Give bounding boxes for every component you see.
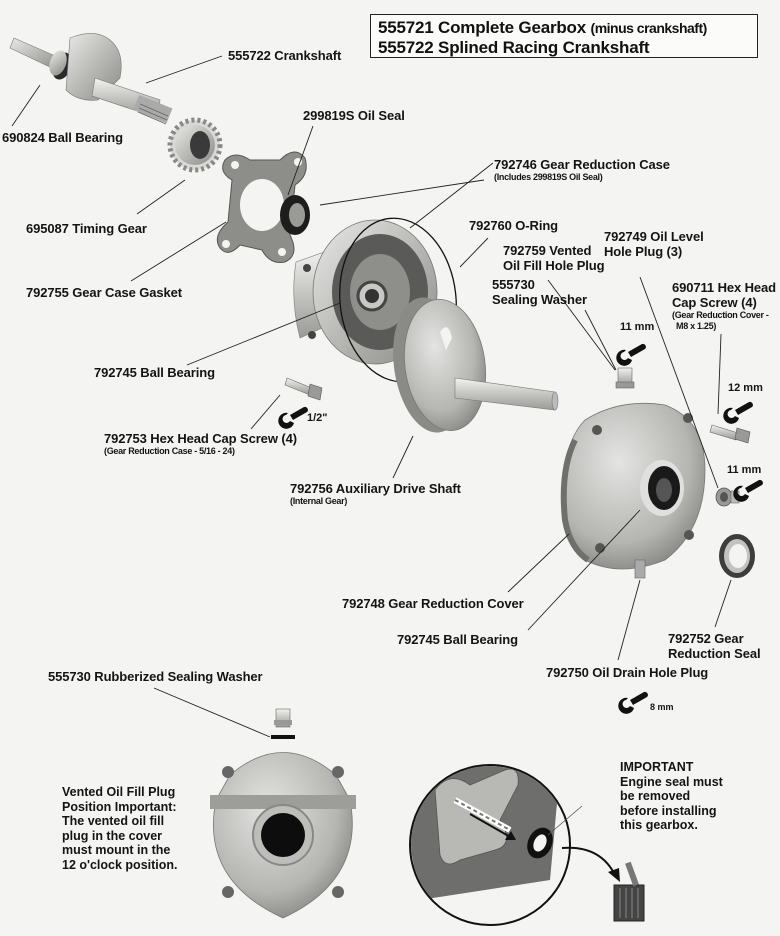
label-auxiliary-drive-shaft: 792756 Auxiliary Drive Shaft (Internal G… [290,481,461,507]
label-hex-cap-screw-690711: 690711 Hex Head Cap Screw (4) (Gear Redu… [672,280,776,332]
label-gear-reduction-seal: 792752 Gear Reduction Seal [668,631,761,661]
oil-level-line-1: 792749 Oil Level [604,229,704,244]
hex-792753-note: (Gear Reduction Case - 5/16 - 24) [104,446,235,456]
important-note-line: Engine seal must [620,774,723,789]
seal-removal-inset [409,764,583,926]
gear-reduction-case-text: 792746 Gear Reduction Case [494,157,670,172]
trash-can-icon [613,861,645,922]
hex-690711-note-2: M8 x 1.25) [676,321,717,331]
label-gear-reduction-cover: 792748 Gear Reduction Cover [342,596,524,611]
wrench-size-case-screw: 1/2" [307,412,328,424]
title-gearbox: 555721 Complete Gearbox [378,18,586,37]
vented-note-line: must mount in the [62,843,171,857]
vented-note-line: Vented Oil Fill Plug [62,785,176,799]
wrench-size-level-plug: 11 mm [727,464,762,476]
timing-gear [167,117,223,173]
gear-reduction-cover [560,402,706,579]
important-note: IMPORTANT Engine seal must be removed be… [620,760,723,833]
important-note-line: this gearbox. [620,818,698,832]
wrench-size-cover-screw: 12 mm [728,382,763,394]
hex-cap-screw-690711 [709,424,751,444]
hex-cap-screw-792753 [284,377,323,401]
label-gear-case-gasket: 792755 Gear Case Gasket [26,285,182,300]
label-oil-level-plug: 792749 Oil Level Hole Plug (3) [604,229,704,259]
wrench-size-drain-plug: 8 mm [650,702,674,712]
title-line-2: 555722 Splined Racing Crankshaft [378,38,650,57]
important-heading: IMPORTANT [620,760,694,774]
curved-arrow-icon [561,846,616,876]
label-vented-oil-fill-plug: 792759 Vented Oil Fill Hole Plug [503,243,605,273]
label-oil-drain-plug: 792750 Oil Drain Hole Plug [546,665,709,680]
gear-case-gasket [216,151,307,263]
reduction-seal-line-1: 792752 Gear [668,631,744,646]
wrench-icon [278,406,308,429]
auxiliary-drive-shaft [393,297,559,433]
vented-note-line: Position Important: [62,799,177,814]
wrench-size-fill-plug: 11 mm [620,321,655,333]
wrench-icon [616,343,646,366]
vented-note-line: 12 o'clock position. [62,857,178,872]
curved-arrow-head [608,868,620,882]
label-o-ring: 792760 O-Ring [469,218,559,233]
label-hex-cap-screw-792753: 792753 Hex Head Cap Screw (4) (Gear Redu… [104,431,297,457]
cover-front-view [210,708,356,919]
title-box: 555721 Complete Gearbox (minus crankshaf… [370,14,758,58]
label-rubberized-washer: 555730 Rubberized Sealing Washer [48,669,263,684]
label-crankshaft: 555722 Crankshaft [228,48,342,63]
title-gearbox-note: (minus crankshaft) [590,20,708,36]
hex-690711-line-2: Cap Screw (4) [672,295,757,310]
reduction-seal-line-2: Reduction Seal [668,646,761,661]
oil-level-line-2: Hole Plug (3) [604,244,683,259]
rubberized-washer [271,735,295,739]
sealing-washer-line-2: Sealing Washer [492,292,587,307]
wrench-icon [618,691,648,714]
label-oil-seal: 299819S Oil Seal [303,108,405,123]
label-ball-bearing-792745-a: 792745 Ball Bearing [94,365,215,380]
wrench-icon [723,401,753,424]
label-sealing-washer: 555730 Sealing Washer [492,277,587,307]
hex-792753-text: 792753 Hex Head Cap Screw (4) [104,431,297,446]
sealing-washer-line-1: 555730 [492,277,535,292]
oil-seal [280,195,310,235]
vented-plug-note: Vented Oil Fill Plug Position Important:… [62,785,178,872]
vented-plug-line-1: 792759 Vented [503,243,592,258]
gear-reduction-case-note: (Includes 299819S Oil Seal) [494,172,603,182]
label-ball-bearing-792745-b: 792745 Ball Bearing [397,632,518,647]
gear-reduction-seal [719,534,755,578]
leader-lines [11,55,732,738]
important-note-line: before installing [620,803,717,818]
vented-note-line: plug in the cover [62,828,163,843]
crankshaft [9,33,173,125]
vented-plug-line-2: Oil Fill Hole Plug [503,258,605,273]
hex-690711-line-1: 690711 Hex Head [672,280,777,295]
important-note-line: be removed [620,789,691,803]
aux-shaft-note: (Internal Gear) [290,496,348,506]
title-line-1: 555721 Complete Gearbox (minus crankshaf… [378,18,757,38]
vented-note-line: The vented oil fill [62,814,165,828]
label-ball-bearing-690824: 690824 Ball Bearing [2,130,123,145]
aux-shaft-text: 792756 Auxiliary Drive Shaft [290,481,461,496]
vented-oil-fill-plug [615,367,635,389]
label-gear-reduction-case: 792746 Gear Reduction Case (Includes 299… [494,157,670,183]
label-timing-gear: 695087 Timing Gear [26,221,147,236]
hex-690711-note-1: (Gear Reduction Cover - [672,310,769,320]
